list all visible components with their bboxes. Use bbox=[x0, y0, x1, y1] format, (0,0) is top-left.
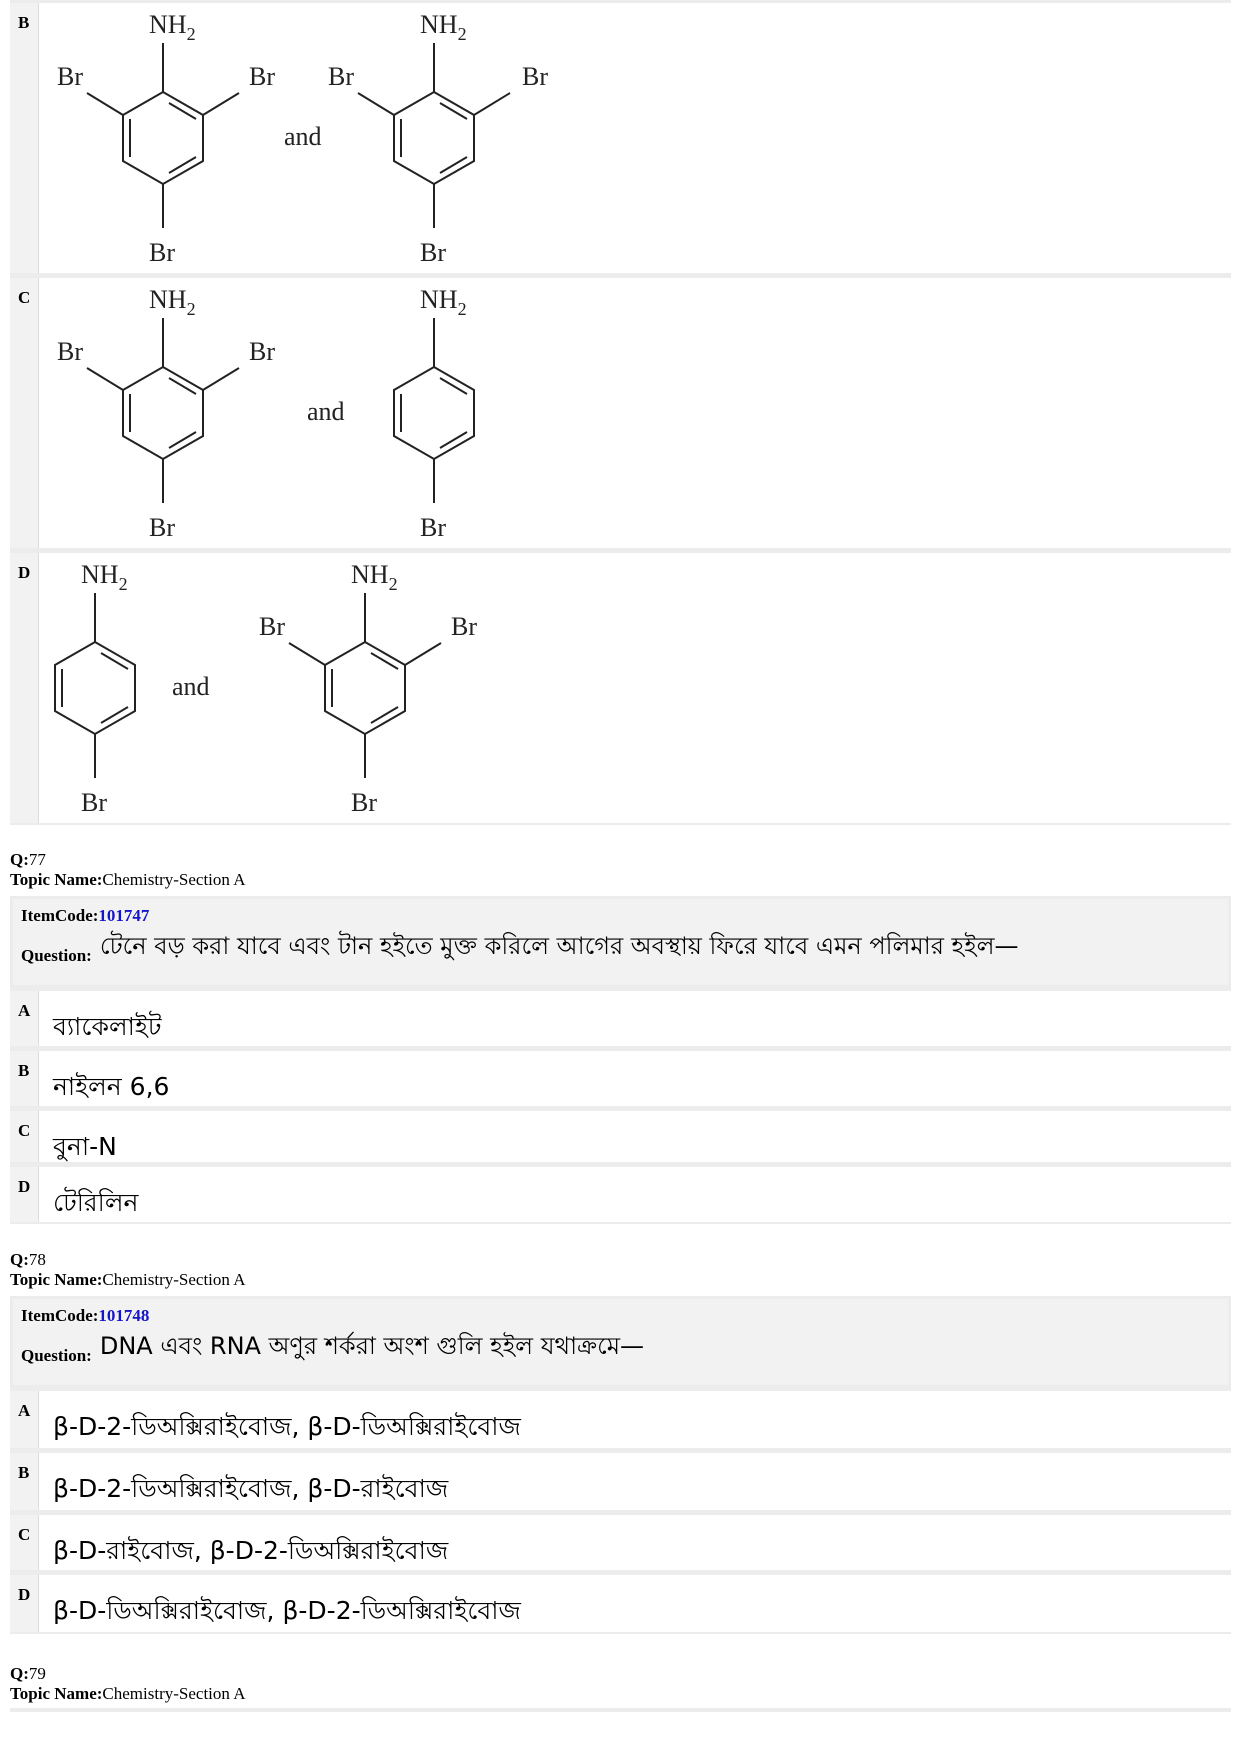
br-label: Br bbox=[420, 513, 446, 542]
option-structure: NH2 Br and NH2 Br Br Br bbox=[38, 553, 1231, 823]
option-row[interactable]: D টেরিলিন bbox=[10, 1164, 1231, 1224]
option-row[interactable]: A β-D-2-ডিঅক্সিরাইবোজ, β-D-ডিঅক্সিরাইবোজ bbox=[10, 1388, 1231, 1450]
br-label: Br bbox=[57, 337, 83, 366]
option-letter: D bbox=[10, 553, 38, 823]
option-row[interactable]: C বুনা-N bbox=[10, 1108, 1231, 1164]
question-text: টেনে বড় করা যাবে এবং টান হইতে মুক্ত করি… bbox=[99, 932, 1019, 960]
and-label: and bbox=[307, 397, 345, 426]
option-text: β-D-2-ডিঅক্সিরাইবোজ, β-D-রাইবোজ bbox=[53, 1474, 449, 1503]
options-table: A β-D-2-ডিঅক্সিরাইবোজ, β-D-ডিঅক্সিরাইবোজ… bbox=[10, 1388, 1231, 1634]
option-row[interactable]: C β-D-রাইবোজ, β-D-2-ডিঅক্সিরাইবোজ bbox=[10, 1512, 1231, 1572]
option-letter: C bbox=[10, 1111, 38, 1162]
nh2-label: NH2 bbox=[149, 10, 196, 44]
q-number: 77 bbox=[28, 850, 46, 869]
option-letter: B bbox=[10, 1051, 38, 1106]
option-row[interactable]: C NH2 Br Br bbox=[10, 275, 1231, 550]
option-letter: A bbox=[10, 1391, 38, 1448]
item-code-link[interactable]: 101747 bbox=[98, 906, 150, 925]
question-header: Q:77 Topic Name:Chemistry-Section A bbox=[10, 850, 245, 890]
item-code-link[interactable]: 101748 bbox=[98, 1306, 150, 1325]
prev-options-table: B bbox=[10, 0, 1231, 825]
q-number: 78 bbox=[28, 1250, 46, 1269]
topic-name: Chemistry-Section A bbox=[102, 1684, 246, 1703]
br-label: Br bbox=[420, 238, 446, 267]
structure-tribromoaniline-pair: NH2 Br Br Br and NH2 Br Br Br bbox=[57, 10, 548, 267]
question-box: ItemCode:101747 Question: টেনে বড় করা য… bbox=[10, 896, 1231, 988]
option-text: বুনা-N bbox=[53, 1132, 117, 1161]
option-letter: A bbox=[10, 991, 38, 1046]
options-table: A ব্যাকেলাইট B নাইলন 6,6 C বুনা-N D টেরি… bbox=[10, 988, 1231, 1224]
option-row[interactable]: B bbox=[10, 0, 1231, 275]
br-label: Br bbox=[249, 62, 275, 91]
topic-label: Topic Name: bbox=[10, 1270, 103, 1289]
topic-label: Topic Name: bbox=[10, 1684, 103, 1703]
option-structure: NH2 Br Br Br and NH2 Br Br Br bbox=[38, 3, 1231, 273]
item-code: ItemCode:101747 bbox=[21, 906, 150, 925]
option-letter: D bbox=[10, 1167, 38, 1222]
topic-name: Chemistry-Section A bbox=[102, 870, 246, 889]
option-row[interactable]: A ব্যাকেলাইট bbox=[10, 988, 1231, 1048]
question-label: Question: bbox=[21, 1346, 92, 1365]
br-label: Br bbox=[57, 62, 83, 91]
option-text: β-D-রাইবোজ, β-D-2-ডিঅক্সিরাইবোজ bbox=[53, 1536, 449, 1565]
q-label: Q: bbox=[10, 850, 29, 869]
br-label: Br bbox=[259, 612, 285, 641]
nh2-label: NH2 bbox=[420, 10, 467, 44]
option-text: নাইলন 6,6 bbox=[53, 1072, 170, 1101]
and-label: and bbox=[172, 672, 210, 701]
option-row[interactable]: B β-D-2-ডিঅক্সিরাইবোজ, β-D-রাইবোজ bbox=[10, 1450, 1231, 1512]
br-label: Br bbox=[149, 238, 175, 267]
structure-tribromoaniline-bromoaniline: NH2 Br Br Br and NH2 Br bbox=[57, 285, 475, 542]
option-letter: C bbox=[10, 278, 38, 548]
br-label: Br bbox=[249, 337, 275, 366]
option-row[interactable]: D β-D-ডিঅক্সিরাইবোজ, β-D-2-ডিঅক্সিরাইবোজ bbox=[10, 1572, 1231, 1634]
option-row[interactable]: B নাইলন 6,6 bbox=[10, 1048, 1231, 1108]
question-text: DNA এবং RNA অণুর শর্করা অংশ গুলি হইল যথা… bbox=[99, 1332, 645, 1360]
option-row[interactable]: D NH2 Br and bbox=[10, 550, 1231, 825]
question-label: Question: bbox=[21, 946, 92, 965]
option-text: টেরিলিন bbox=[53, 1188, 139, 1217]
option-text: β-D-ডিঅক্সিরাইবোজ, β-D-2-ডিঅক্সিরাইবোজ bbox=[53, 1596, 521, 1625]
option-letter: D bbox=[10, 1575, 38, 1632]
option-letter: B bbox=[10, 1453, 38, 1510]
nh2-label: NH2 bbox=[351, 560, 398, 594]
q-number: 79 bbox=[28, 1664, 46, 1683]
option-text: ব্যাকেলাইট bbox=[53, 1012, 162, 1041]
structure-bromoaniline-tribromoaniline: NH2 Br and NH2 Br Br Br bbox=[54, 560, 477, 817]
nh2-label: NH2 bbox=[420, 285, 467, 319]
br-label: Br bbox=[451, 612, 477, 641]
question-header: Q:79 Topic Name:Chemistry-Section A bbox=[10, 1664, 245, 1704]
question-header: Q:78 Topic Name:Chemistry-Section A bbox=[10, 1250, 245, 1290]
q-label: Q: bbox=[10, 1250, 29, 1269]
topic-name: Chemistry-Section A bbox=[102, 1270, 246, 1289]
topic-label: Topic Name: bbox=[10, 870, 103, 889]
br-label: Br bbox=[81, 788, 107, 817]
and-label: and bbox=[284, 122, 322, 151]
item-code: ItemCode:101748 bbox=[21, 1306, 150, 1325]
br-label: Br bbox=[149, 513, 175, 542]
br-label: Br bbox=[351, 788, 377, 817]
option-text: β-D-2-ডিঅক্সিরাইবোজ, β-D-ডিঅক্সিরাইবোজ bbox=[53, 1412, 521, 1441]
option-structure: NH2 Br Br Br and NH2 Br bbox=[38, 278, 1231, 548]
option-letter: C bbox=[10, 1515, 38, 1570]
nh2-label: NH2 bbox=[81, 560, 128, 594]
option-letter: B bbox=[10, 3, 38, 273]
question-box: ItemCode:101748 Question: DNA এবং RNA অণ… bbox=[10, 1296, 1231, 1388]
br-label: Br bbox=[522, 62, 548, 91]
q-label: Q: bbox=[10, 1664, 29, 1683]
br-label: Br bbox=[328, 62, 354, 91]
nh2-label: NH2 bbox=[149, 285, 196, 319]
question-box-top-edge bbox=[10, 1708, 1231, 1712]
